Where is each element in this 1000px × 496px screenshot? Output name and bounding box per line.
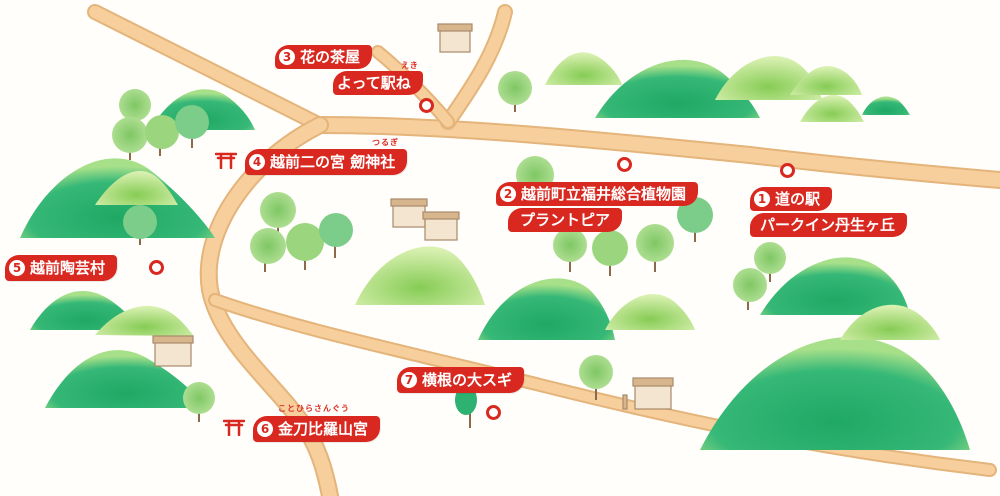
spot-2-label[interactable]: 2 越前町立福井総合植物園 プラントピア	[496, 182, 699, 232]
mountain	[862, 96, 910, 115]
mountain	[45, 350, 205, 408]
spot-5-number: 5	[9, 260, 25, 276]
building	[390, 198, 428, 228]
spot-1-marker[interactable]	[780, 163, 795, 178]
tree	[592, 230, 628, 276]
torii-icon	[223, 419, 245, 436]
tree	[145, 115, 179, 156]
spot-2-line-1: 2 越前町立福井総合植物園	[496, 182, 699, 206]
spot-1-line-1: 1 道の駅	[750, 187, 833, 211]
trees	[112, 71, 786, 428]
tree	[579, 355, 613, 400]
spot-4-ruby: つるぎ	[372, 138, 399, 147]
tree	[250, 228, 286, 272]
building	[422, 211, 460, 241]
spot-3-line-2: よって駅ね	[333, 71, 423, 95]
tree	[183, 382, 215, 422]
spot-3-number: 3	[279, 49, 295, 65]
mountain	[95, 170, 178, 205]
spot-5-label[interactable]: 5 越前陶芸村	[5, 255, 118, 281]
mountain	[595, 59, 760, 118]
tree	[498, 71, 532, 112]
spot-1-number: 1	[754, 191, 770, 207]
spot-3-line-1: 3 花の茶屋	[275, 45, 373, 69]
tree	[319, 213, 353, 258]
mountain	[605, 294, 695, 330]
mountain	[478, 278, 615, 340]
roads	[87, 4, 1000, 496]
spot-7-marker[interactable]	[486, 405, 501, 420]
building	[632, 377, 674, 410]
spot-2-number: 2	[500, 186, 516, 202]
mountain	[355, 246, 485, 305]
spot-1-label[interactable]: 1 道の駅 パークイン丹生ヶ丘	[750, 187, 908, 237]
tree	[286, 223, 324, 270]
spot-3-label[interactable]: 3 花の茶屋 よって駅ね	[275, 45, 423, 95]
tree	[112, 117, 148, 160]
building	[152, 335, 194, 367]
spot-4-number: 4	[249, 154, 265, 170]
tree	[553, 228, 587, 272]
spot-2-marker[interactable]	[617, 157, 632, 172]
spot-1-line-2: パークイン丹生ヶ丘	[750, 213, 908, 237]
mountain	[545, 52, 622, 85]
mountain	[760, 257, 910, 315]
tree	[175, 105, 209, 148]
mountain	[790, 66, 862, 95]
mountain	[800, 94, 864, 122]
spot-7-label[interactable]: 7 横根の大スギ	[397, 367, 525, 393]
spot-6-number: 6	[257, 421, 273, 437]
building	[622, 394, 628, 410]
spot-7-number: 7	[401, 372, 417, 388]
mountain	[700, 337, 970, 450]
mountain	[840, 304, 940, 340]
spot-5-marker[interactable]	[149, 260, 164, 275]
spot-6-ruby: ことひらさんぐう	[278, 404, 350, 413]
mountain	[95, 305, 194, 336]
spot-4-label[interactable]: 4 越前二の宮 劒神社	[245, 149, 408, 175]
torii-icon	[215, 152, 237, 169]
buildings	[152, 23, 674, 410]
spot-2-line-2: プラントピア	[508, 208, 623, 232]
spot-3-ruby: えき	[401, 61, 419, 70]
tree	[677, 197, 713, 242]
tree	[733, 268, 767, 310]
spot-6-label[interactable]: 6 金刀比羅山宮	[253, 416, 381, 442]
tree	[123, 205, 157, 245]
tree	[636, 224, 674, 272]
tree	[754, 242, 786, 282]
spot-3-marker[interactable]	[419, 98, 434, 113]
building	[437, 23, 473, 53]
